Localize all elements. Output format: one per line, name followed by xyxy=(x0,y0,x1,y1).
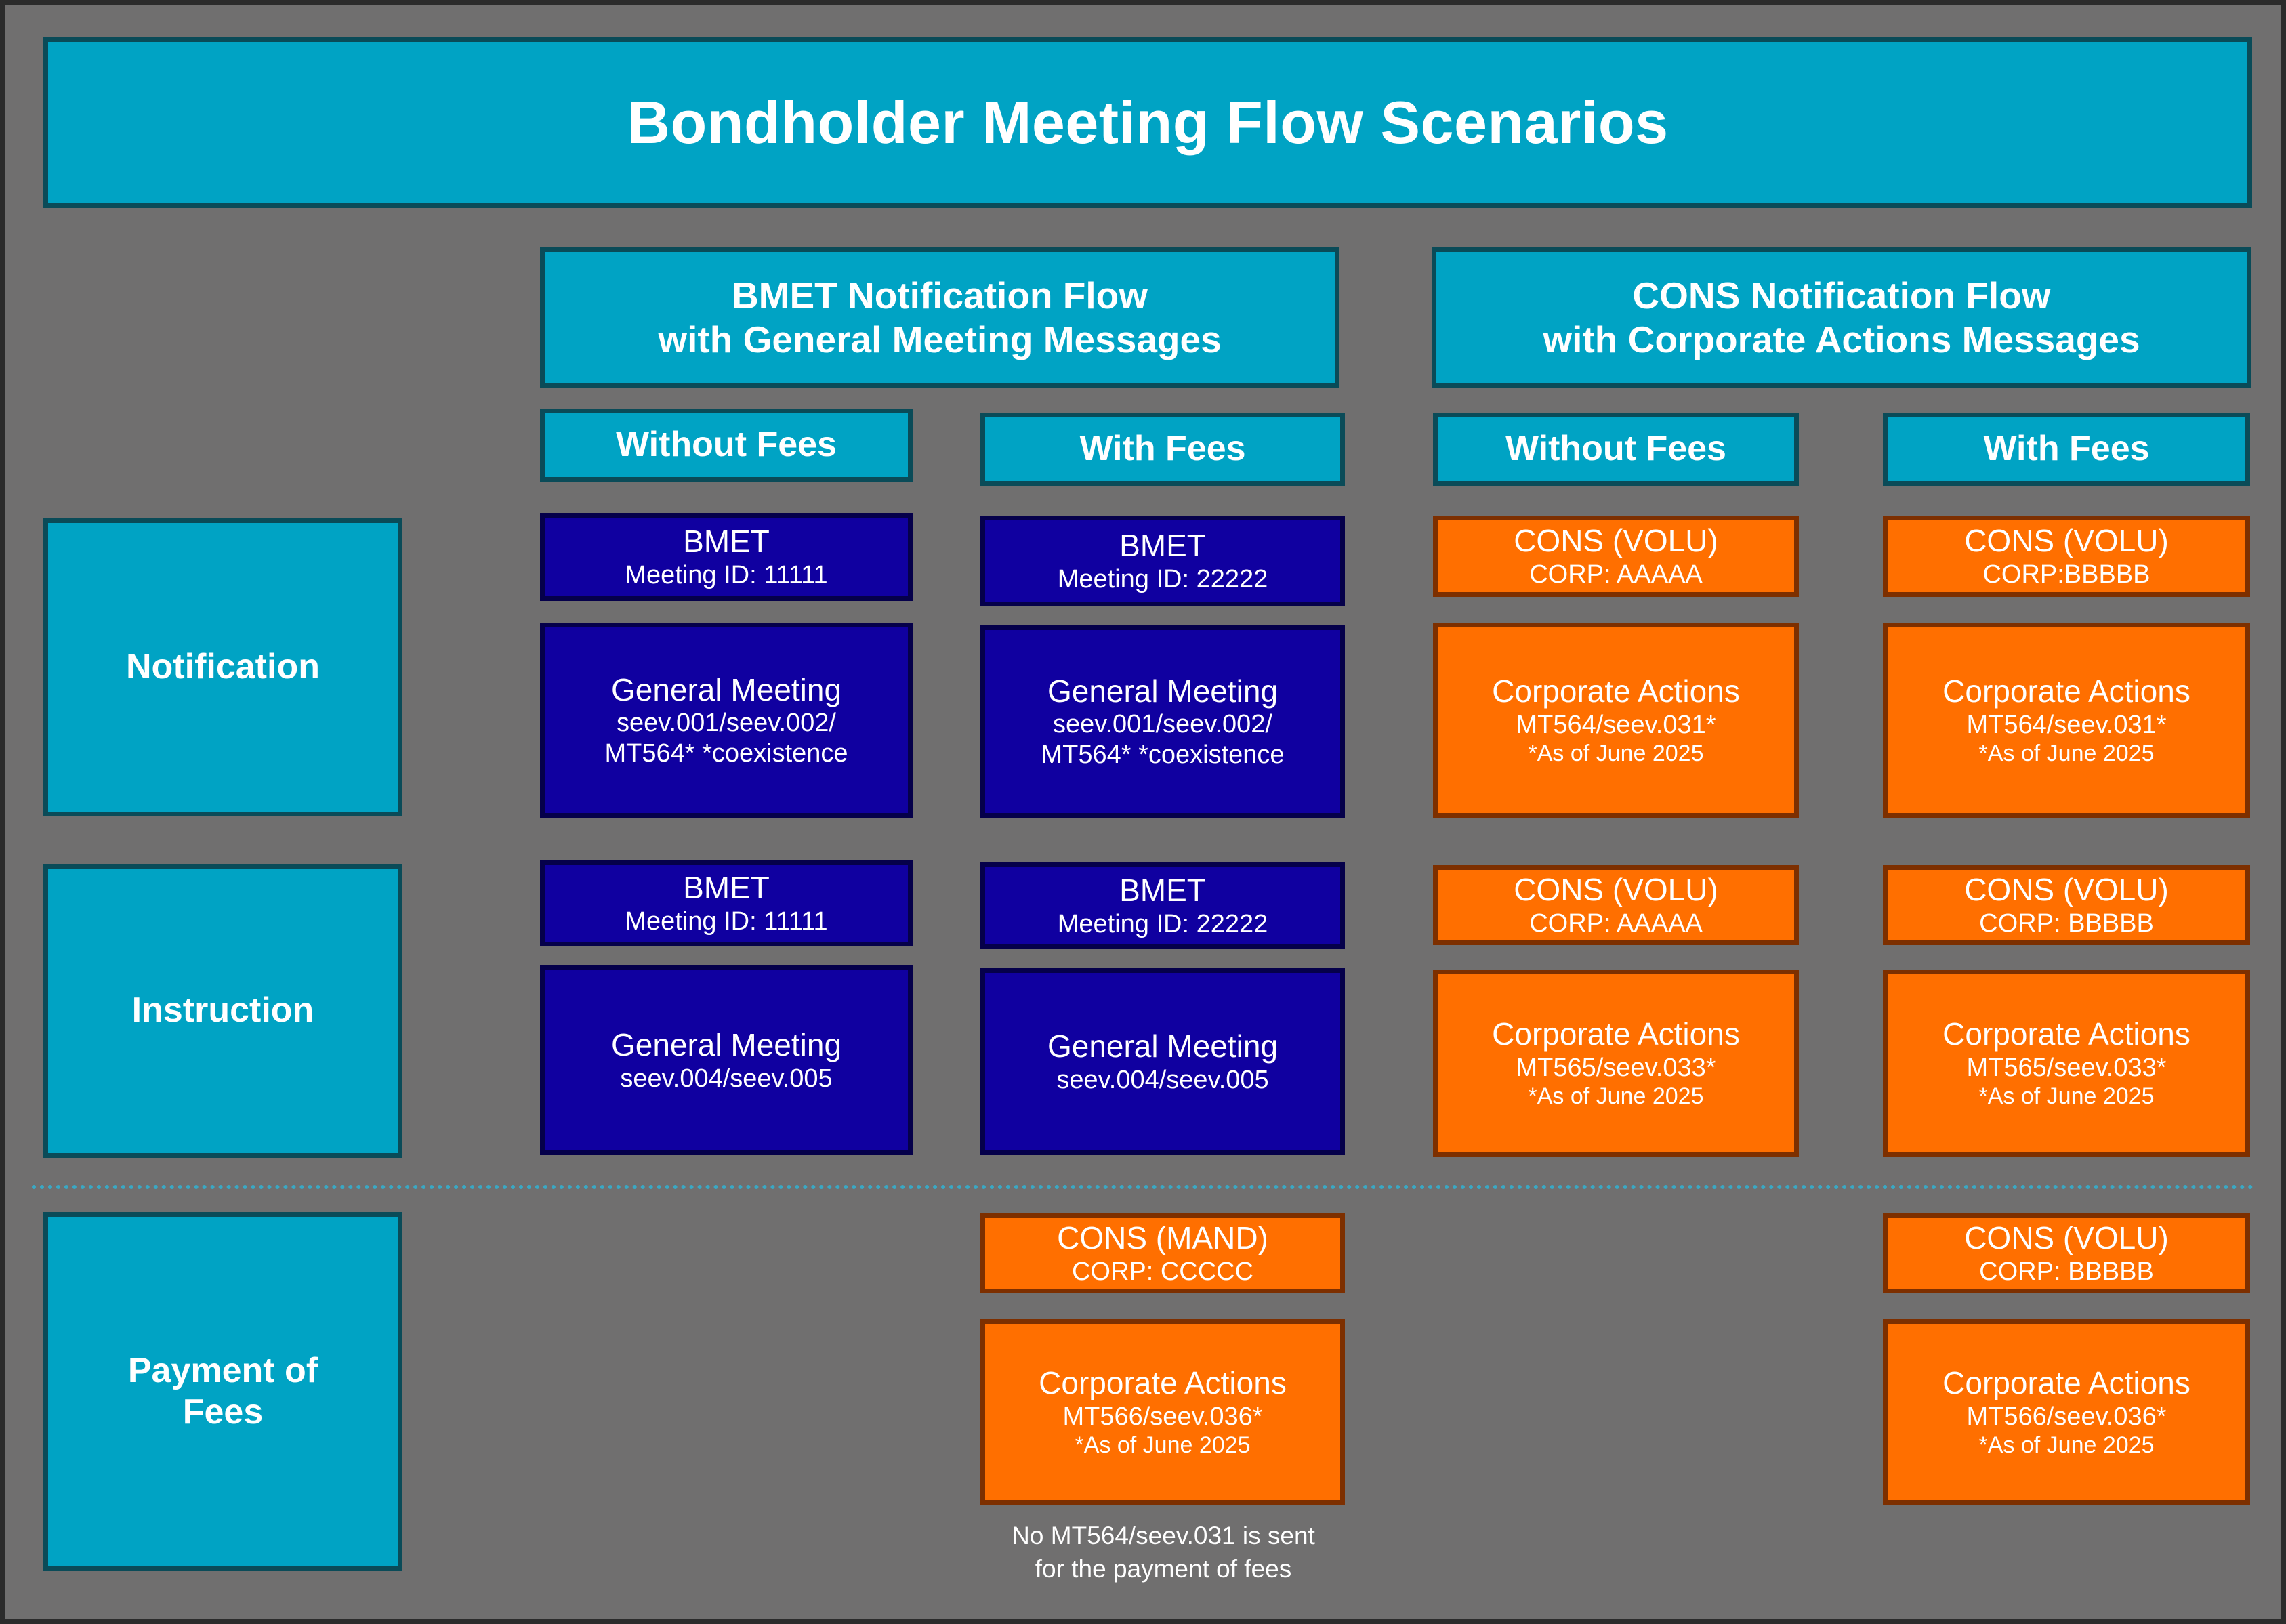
fee-header-label: With Fees xyxy=(1079,429,1246,469)
card-line-1: BMET xyxy=(683,870,770,906)
card-line-1: Corporate Actions xyxy=(1492,1016,1740,1052)
card-line-1: CONS (VOLU) xyxy=(1964,1220,2169,1256)
card-notification-bmet-without-fees-bottom: General Meeting seev.001/seev.002/ MT564… xyxy=(540,623,913,818)
payment-fees-footnote-line1: No MT564/seev.031 is sent xyxy=(1012,1522,1315,1549)
card-line-2: Meeting ID: 22222 xyxy=(1057,564,1268,594)
card-line-3: *As of June 2025 xyxy=(1528,741,1704,767)
card-instruction-cons-without-fees-bottom: Corporate Actions MT565/seev.033* *As of… xyxy=(1433,970,1799,1157)
card-notification-cons-with-fees-top: CONS (VOLU) CORP:BBBBB xyxy=(1883,516,2250,597)
section-divider xyxy=(32,1185,2254,1189)
card-line-2: CORP: CCCCC xyxy=(1071,1257,1254,1286)
card-notification-cons-without-fees-top: CONS (VOLU) CORP: AAAAA xyxy=(1433,516,1799,597)
row-label-text: Instruction xyxy=(131,991,314,1030)
row-label-payment-of-fees: Payment of Fees xyxy=(43,1212,402,1571)
card-line-2: MT566/seev.036* xyxy=(1966,1402,2167,1431)
card-notification-bmet-with-fees-top: BMET Meeting ID: 22222 xyxy=(980,516,1345,606)
card-line-2: Meeting ID: 11111 xyxy=(625,560,828,589)
flow-header-bmet: BMET Notification Flow with General Meet… xyxy=(540,247,1339,388)
card-line-3: MT564* *coexistence xyxy=(604,739,848,768)
row-label-instruction: Instruction xyxy=(43,864,402,1158)
card-notification-cons-without-fees-bottom: Corporate Actions MT564/seev.031* *As of… xyxy=(1433,623,1799,818)
card-instruction-cons-with-fees-bottom: Corporate Actions MT565/seev.033* *As of… xyxy=(1883,970,2250,1157)
card-line-2: CORP:BBBBB xyxy=(1982,560,2150,589)
card-line-2: Meeting ID: 22222 xyxy=(1057,909,1268,938)
card-line-3: MT564* *coexistence xyxy=(1041,741,1285,770)
card-line-1: Corporate Actions xyxy=(1039,1365,1287,1401)
card-line-3: *As of June 2025 xyxy=(1978,1432,2155,1459)
card-line-1: General Meeting xyxy=(610,672,842,708)
flow-header-cons: CONS Notification Flow with Corporate Ac… xyxy=(1432,247,2251,388)
fee-header-label: With Fees xyxy=(1983,429,2150,469)
card-payment-cons-with-fees-top: CONS (VOLU) CORP: BBBBB xyxy=(1883,1213,2250,1293)
card-instruction-bmet-with-fees-top: BMET Meeting ID: 22222 xyxy=(980,862,1345,949)
card-line-1: BMET xyxy=(1119,873,1206,909)
card-line-2: seev.004/seev.005 xyxy=(1056,1065,1269,1094)
card-line-2: CORP: BBBBB xyxy=(1979,1257,2154,1286)
card-line-2: CORP: AAAAA xyxy=(1529,560,1703,589)
card-line-2: CORP: AAAAA xyxy=(1529,909,1703,938)
card-payment-bmet-with-fees-top: CONS (MAND) CORP: CCCCC xyxy=(980,1213,1345,1293)
card-line-1: BMET xyxy=(683,524,770,560)
payment-fees-footnote-line2: for the payment of fees xyxy=(1035,1554,1292,1583)
card-line-2: Meeting ID: 11111 xyxy=(625,907,828,936)
card-line-1: Corporate Actions xyxy=(1942,673,2190,709)
card-line-2: MT564/seev.031* xyxy=(1966,710,2167,739)
card-line-1: CONS (MAND) xyxy=(1057,1220,1268,1256)
card-line-3: *As of June 2025 xyxy=(1528,1083,1704,1110)
card-line-1: CONS (VOLU) xyxy=(1514,523,1718,559)
card-instruction-bmet-without-fees-bottom: General Meeting seev.004/seev.005 xyxy=(540,965,913,1155)
card-line-1: CONS (VOLU) xyxy=(1964,523,2169,559)
card-line-2: MT565/seev.033* xyxy=(1516,1053,1716,1082)
card-line-3: *As of June 2025 xyxy=(1075,1432,1251,1459)
card-line-2: MT564/seev.031* xyxy=(1516,710,1716,739)
fee-header-cons-without-fees: Without Fees xyxy=(1433,413,1799,486)
card-notification-bmet-with-fees-bottom: General Meeting seev.001/seev.002/ MT564… xyxy=(980,625,1345,818)
card-line-1: Corporate Actions xyxy=(1492,673,1740,709)
card-line-1: General Meeting xyxy=(1047,673,1279,709)
row-label-notification: Notification xyxy=(43,518,402,816)
card-line-2: MT565/seev.033* xyxy=(1966,1053,2167,1082)
row-label-text-line1: Payment of xyxy=(127,1350,318,1390)
page-title-text: Bondholder Meeting Flow Scenarios xyxy=(627,89,1669,157)
card-line-1: Corporate Actions xyxy=(1942,1365,2190,1401)
fee-header-bmet-without-fees: Without Fees xyxy=(540,409,913,482)
flow-header-cons-line1: CONS Notification Flow xyxy=(1632,274,2051,317)
card-line-1: Corporate Actions xyxy=(1942,1016,2190,1052)
card-notification-cons-with-fees-bottom: Corporate Actions MT564/seev.031* *As of… xyxy=(1883,623,2250,818)
card-payment-cons-with-fees-bottom: Corporate Actions MT566/seev.036* *As of… xyxy=(1883,1319,2250,1505)
card-line-2: seev.001/seev.002/ xyxy=(1053,710,1272,739)
flow-header-bmet-line2: with General Meeting Messages xyxy=(658,318,1222,360)
card-line-2: CORP: BBBBB xyxy=(1979,909,2154,938)
fee-header-bmet-with-fees: With Fees xyxy=(980,413,1345,486)
fee-header-label: Without Fees xyxy=(1505,429,1726,469)
card-line-2: MT566/seev.036* xyxy=(1062,1402,1263,1431)
card-line-3: *As of June 2025 xyxy=(1978,1083,2155,1110)
flow-header-cons-line2: with Corporate Actions Messages xyxy=(1543,318,2140,360)
fee-header-cons-with-fees: With Fees xyxy=(1883,413,2250,486)
card-line-2: seev.004/seev.005 xyxy=(620,1064,833,1093)
row-label-text: Notification xyxy=(126,647,320,687)
row-label-text-line2: Fees xyxy=(182,1392,264,1432)
payment-fees-footnote: No MT564/seev.031 is sent for the paymen… xyxy=(967,1520,1360,1586)
page-title: Bondholder Meeting Flow Scenarios xyxy=(43,37,2252,208)
flow-header-bmet-line1: BMET Notification Flow xyxy=(731,274,1148,317)
card-instruction-cons-with-fees-top: CONS (VOLU) CORP: BBBBB xyxy=(1883,865,2250,945)
card-instruction-bmet-with-fees-bottom: General Meeting seev.004/seev.005 xyxy=(980,968,1345,1155)
card-line-1: General Meeting xyxy=(610,1027,842,1063)
card-line-1: General Meeting xyxy=(1047,1028,1279,1064)
card-line-1: BMET xyxy=(1119,528,1206,564)
card-line-1: CONS (VOLU) xyxy=(1514,872,1718,908)
card-instruction-bmet-without-fees-top: BMET Meeting ID: 11111 xyxy=(540,860,913,946)
card-line-1: CONS (VOLU) xyxy=(1964,872,2169,908)
card-line-2: seev.001/seev.002/ xyxy=(617,709,836,738)
card-notification-bmet-without-fees-top: BMET Meeting ID: 11111 xyxy=(540,513,913,601)
card-line-3: *As of June 2025 xyxy=(1978,741,2155,767)
fee-header-label: Without Fees xyxy=(616,425,837,465)
card-instruction-cons-without-fees-top: CONS (VOLU) CORP: AAAAA xyxy=(1433,865,1799,945)
card-payment-bmet-with-fees-bottom: Corporate Actions MT566/seev.036* *As of… xyxy=(980,1319,1345,1505)
